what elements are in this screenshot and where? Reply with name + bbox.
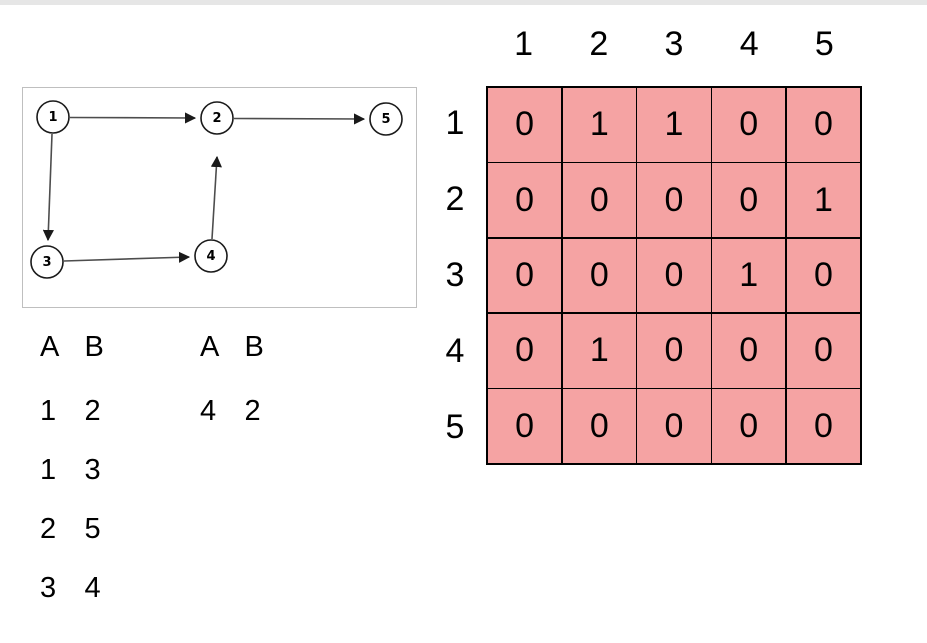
matrix-col-header: 1 — [514, 25, 534, 63]
matrix-row: 0 0 0 0 0 — [488, 389, 861, 463]
edge-list-right-header-b: B — [244, 331, 264, 363]
matrix-cell: 0 — [488, 88, 562, 162]
matrix-col-header: 4 — [739, 25, 759, 63]
edge-list-left-row2-b: 5 — [84, 513, 101, 545]
matrix-cell: 1 — [786, 163, 861, 238]
matrix-cell: 0 — [562, 389, 636, 463]
matrix-column-headers: 1 2 3 4 5 — [486, 22, 862, 66]
edge-3-to-4 — [63, 251, 191, 263]
graph-node-5[interactable]: 5 — [369, 102, 403, 136]
graph-node-4-label: 4 — [206, 249, 215, 264]
matrix-cell: 0 — [562, 238, 636, 313]
edge-list-left-row2-a: 2 — [40, 513, 57, 545]
matrix-row: 0 1 1 0 0 — [488, 88, 861, 163]
edge-list-right-header-a: A — [200, 331, 220, 363]
matrix-cell: 0 — [488, 163, 562, 238]
matrix-row: 0 0 0 0 1 — [488, 163, 861, 238]
edge-list-left-row: 1 2 — [40, 394, 124, 453]
matrix-cell: 0 — [786, 313, 861, 388]
edge-list-table-right: A B 4 2 — [200, 330, 284, 453]
matrix-cell: 0 — [488, 389, 562, 463]
edge-list-left-row0-b: 2 — [84, 395, 101, 427]
matrix-cell: 0 — [712, 88, 786, 162]
edge-list-left-row3-b: 4 — [84, 572, 101, 604]
matrix-cell: 0 — [712, 313, 786, 388]
matrix-row-header: 1 — [445, 104, 465, 143]
edge-list-right-row0-b: 2 — [244, 395, 261, 427]
matrix-body: 1 2 3 4 5 0 1 1 0 0 0 0 0 0 1 0 0 — [434, 86, 862, 465]
edge-list-left-row0-a: 1 — [40, 395, 57, 427]
edge-1-to-2 — [69, 112, 197, 124]
matrix-cell: 1 — [562, 313, 636, 388]
matrix-cell: 0 — [786, 238, 861, 313]
matrix-col-header: 2 — [589, 25, 609, 63]
directed-graph-svg: 1 2 3 4 5 — [30, 100, 403, 279]
matrix-cell: 0 — [637, 313, 711, 388]
matrix-cell: 0 — [786, 389, 861, 463]
matrix-cell: 0 — [488, 313, 562, 388]
edge-list-left-header-a: A — [40, 331, 60, 363]
edge-2-to-5 — [233, 113, 366, 125]
matrix-cell: 0 — [637, 163, 711, 238]
edge-list-left-row1-b: 3 — [84, 454, 101, 486]
matrix-row-header: 3 — [445, 255, 465, 294]
edge-list-left-row3-a: 3 — [40, 572, 57, 604]
edge-list-left-header-b: B — [84, 331, 104, 363]
matrix-cell: 0 — [562, 163, 636, 238]
matrix-cell: 0 — [712, 163, 786, 238]
graph-node-3-label: 3 — [42, 255, 51, 270]
matrix-cell: 1 — [562, 88, 636, 162]
matrix-row-header: 4 — [445, 331, 465, 370]
graph-node-1-label: 1 — [48, 110, 57, 125]
matrix-cell: 0 — [637, 389, 711, 463]
matrix-grid: 0 1 1 0 0 0 0 0 0 1 0 0 0 1 0 0 — [486, 86, 862, 465]
matrix-col-header: 3 — [664, 25, 684, 63]
matrix-cell: 0 — [786, 88, 861, 162]
matrix-row-header: 2 — [445, 180, 465, 219]
edge-4-to-2 — [210, 155, 222, 240]
matrix-cell: 0 — [712, 389, 786, 463]
matrix-cell: 1 — [712, 238, 786, 313]
matrix-cell: 0 — [637, 238, 711, 313]
top-strip — [0, 0, 927, 5]
edge-list-left-row: 3 4 — [40, 571, 124, 630]
matrix-row-headers: 1 2 3 4 5 — [434, 86, 486, 465]
edge-list-left-row: 1 3 — [40, 453, 124, 512]
matrix-row-header: 5 — [445, 407, 465, 446]
edge-list-right-header-row: A B — [200, 330, 284, 394]
edge-list-table-left: A B 1 2 1 3 2 5 3 4 — [40, 330, 124, 630]
graph-node-2-label: 2 — [212, 111, 221, 126]
graph-panel: 1 2 3 4 5 — [22, 87, 417, 308]
graph-node-2[interactable]: 2 — [200, 101, 234, 135]
edge-1-to-3 — [42, 133, 54, 242]
edge-list-right-row: 4 2 — [200, 394, 284, 453]
edge-list-left-header-row: A B — [40, 330, 124, 394]
matrix-row: 0 1 0 0 0 — [488, 313, 861, 389]
graph-node-5-label: 5 — [381, 112, 390, 127]
graph-node-4[interactable]: 4 — [194, 239, 228, 273]
matrix-row: 0 0 0 1 0 — [488, 238, 861, 314]
graph-node-1[interactable]: 1 — [36, 100, 70, 134]
edge-list-left-row: 2 5 — [40, 512, 124, 571]
matrix-cell: 0 — [488, 238, 562, 313]
edge-list-right-row0-a: 4 — [200, 395, 217, 427]
matrix-cell: 1 — [637, 88, 711, 162]
edge-list-left-row1-a: 1 — [40, 454, 57, 486]
matrix-col-header: 5 — [814, 25, 834, 63]
graph-node-3[interactable]: 3 — [30, 245, 64, 279]
